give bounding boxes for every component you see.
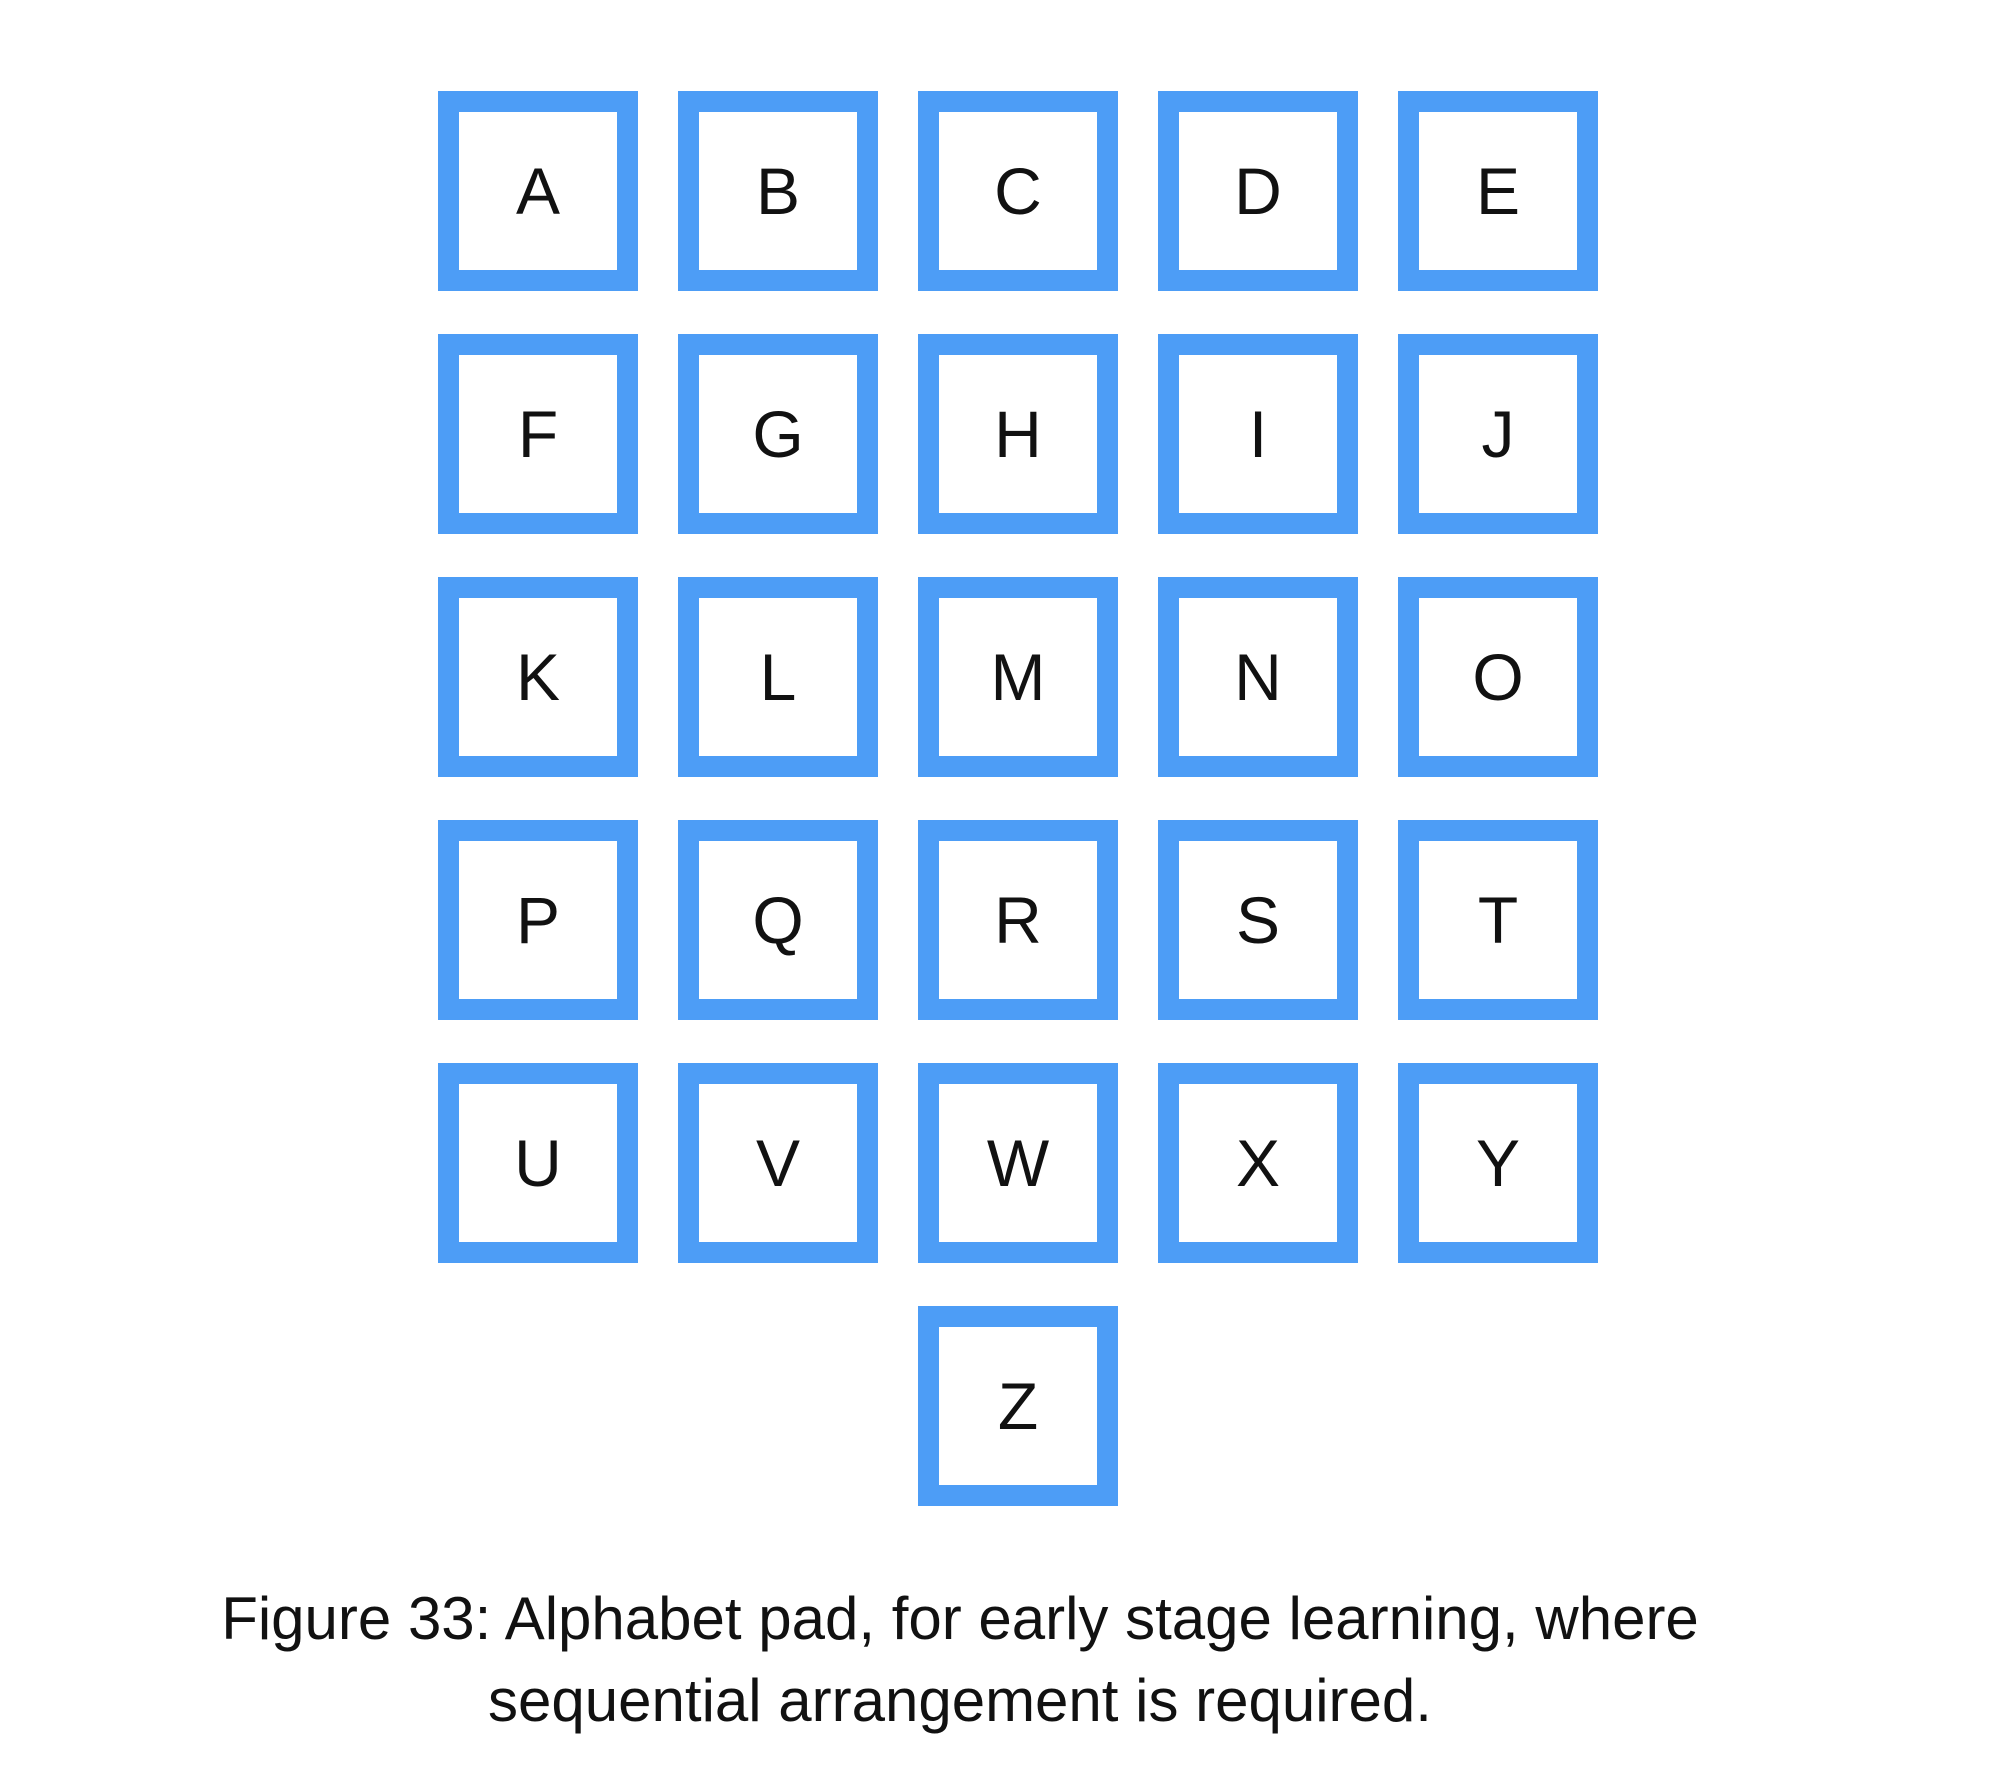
- letter-key-m[interactable]: M: [918, 577, 1118, 777]
- letter-key-n[interactable]: N: [1158, 577, 1358, 777]
- letter-key-f[interactable]: F: [438, 334, 638, 534]
- letter-key-z[interactable]: Z: [918, 1306, 1118, 1506]
- letter-key-q[interactable]: Q: [678, 820, 878, 1020]
- letter-key-d[interactable]: D: [1158, 91, 1358, 291]
- letter-key-a[interactable]: A: [438, 91, 638, 291]
- letter-key-o[interactable]: O: [1398, 577, 1598, 777]
- figure-caption: Figure 33: Alphabet pad, for early stage…: [100, 1578, 1820, 1742]
- letter-key-t[interactable]: T: [1398, 820, 1598, 1020]
- letter-key-s[interactable]: S: [1158, 820, 1358, 1020]
- letter-key-l[interactable]: L: [678, 577, 878, 777]
- letter-key-i[interactable]: I: [1158, 334, 1358, 534]
- letter-key-h[interactable]: H: [918, 334, 1118, 534]
- letter-key-x[interactable]: X: [1158, 1063, 1358, 1263]
- caption-line-2: sequential arrangement is required.: [488, 1667, 1432, 1734]
- letter-key-w[interactable]: W: [918, 1063, 1118, 1263]
- letter-key-e[interactable]: E: [1398, 91, 1598, 291]
- letter-key-p[interactable]: P: [438, 820, 638, 1020]
- letter-key-g[interactable]: G: [678, 334, 878, 534]
- letter-key-j[interactable]: J: [1398, 334, 1598, 534]
- caption-line-1: Figure 33: Alphabet pad, for early stage…: [221, 1585, 1699, 1652]
- letter-key-k[interactable]: K: [438, 577, 638, 777]
- letter-key-b[interactable]: B: [678, 91, 878, 291]
- letter-key-y[interactable]: Y: [1398, 1063, 1598, 1263]
- letter-key-v[interactable]: V: [678, 1063, 878, 1263]
- letter-key-u[interactable]: U: [438, 1063, 638, 1263]
- letter-key-c[interactable]: C: [918, 91, 1118, 291]
- letter-key-r[interactable]: R: [918, 820, 1118, 1020]
